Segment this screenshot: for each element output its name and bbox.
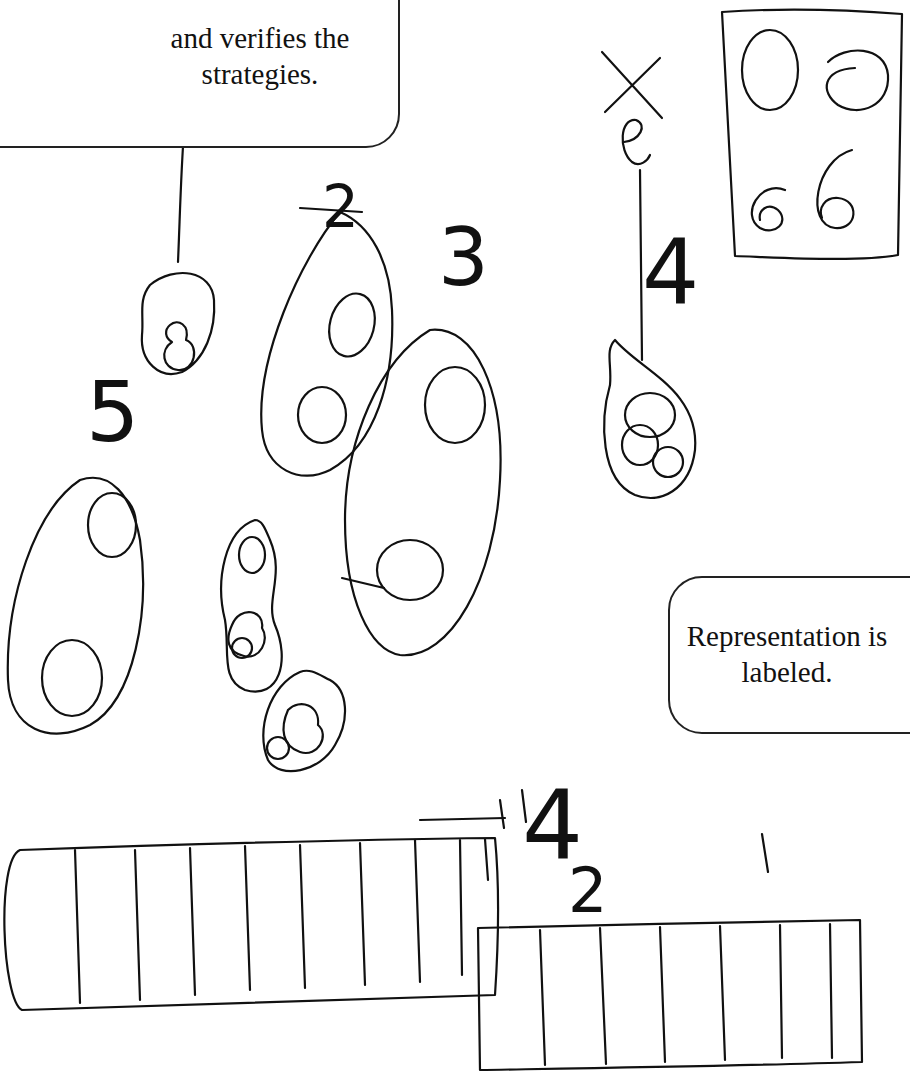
group-loop — [8, 478, 143, 734]
handwritten-number: 5 — [86, 370, 139, 454]
counter-circle — [298, 387, 346, 443]
counter-circle — [425, 367, 485, 443]
group-loop — [142, 273, 214, 374]
pen-digit — [752, 188, 785, 230]
counter-circle — [88, 493, 136, 557]
pen-letter — [827, 51, 888, 110]
counter-circle — [42, 640, 102, 716]
bar-divider — [75, 839, 488, 1003]
counter-circle — [267, 737, 289, 759]
answer-box — [722, 10, 902, 259]
counter-circle — [232, 638, 252, 658]
bar-model — [478, 920, 862, 1070]
counter-circle — [625, 393, 675, 437]
group-loop — [345, 330, 501, 655]
handwritten-number: 2 — [322, 178, 359, 236]
group-loop — [221, 520, 282, 692]
bar-divider — [540, 924, 832, 1065]
tally-stroke — [178, 132, 184, 262]
counter-circle — [742, 30, 798, 110]
cross-mark — [602, 52, 662, 118]
group-loop — [261, 212, 392, 476]
counter-circle — [239, 537, 265, 573]
group-loop — [263, 671, 345, 771]
rubric-callout: Representation is labeled. — [668, 576, 910, 734]
pen-letter — [623, 120, 650, 164]
tally-stroke — [762, 834, 768, 872]
pen-digit — [817, 150, 853, 228]
pen-stroke — [640, 170, 642, 360]
counter-circle — [228, 612, 264, 656]
rubric-callout: and verifies the strategies. — [0, 0, 400, 148]
group-loop — [604, 340, 695, 498]
callout-text: and verifies the strategies. — [110, 20, 410, 93]
handwritten-number: 2 — [568, 860, 607, 922]
pen-stroke — [420, 818, 505, 820]
counter-circle — [377, 540, 443, 600]
counter-circle — [653, 447, 683, 477]
counter-circle — [164, 322, 194, 370]
handwritten-number: 4 — [642, 228, 699, 318]
pen-stroke — [342, 578, 384, 588]
counter-circle — [322, 288, 381, 361]
callout-text: Representation is labeled. — [682, 618, 892, 691]
handwritten-number: 3 — [438, 218, 489, 298]
bar-model — [4, 838, 498, 1010]
